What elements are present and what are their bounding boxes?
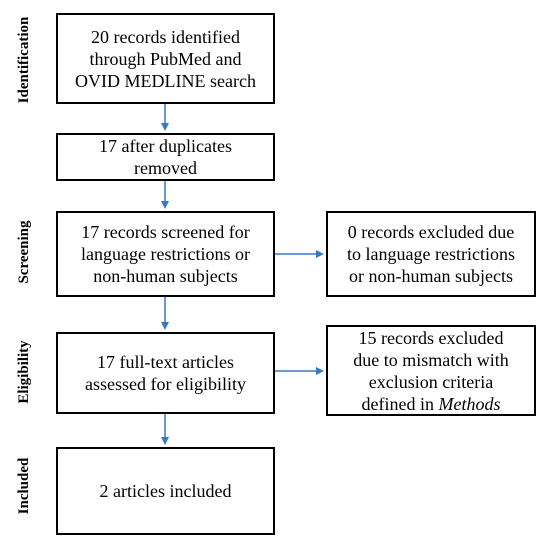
box-records-identified: 20 records identified through PubMed and… [56,13,275,104]
methods-reference-line: defined in Methods [361,393,501,414]
box-after-duplicates-removed: 17 after duplicates removed [56,133,275,181]
box-full-text-assessed: 17 full-text articles assessed for eligi… [56,332,275,414]
box-articles-included: 2 articles included [56,447,275,535]
box-records-excluded-screening: 0 records excluded due to language restr… [326,211,536,297]
box-records-screened: 17 records screened for language restric… [56,211,275,297]
box-records-excluded-eligibility: 15 records excluded due to mismatch with… [326,325,536,416]
